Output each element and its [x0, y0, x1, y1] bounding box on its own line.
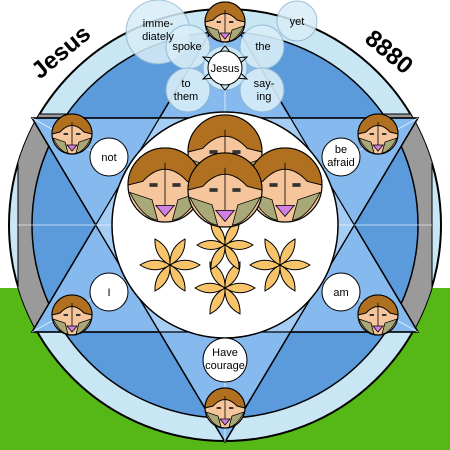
petal	[224, 287, 241, 315]
figure-lower-right	[357, 294, 399, 336]
word-to: to	[181, 78, 190, 90]
word-yet: yet	[290, 16, 305, 28]
word-not: not	[101, 152, 116, 164]
jesus-bubble	[207, 50, 243, 86]
petal	[169, 259, 201, 271]
word-courage: courage	[205, 360, 245, 372]
rosette-left	[139, 238, 201, 292]
word-immediately-1: imme-	[143, 18, 174, 30]
word-am: am	[333, 287, 348, 299]
bubble-am	[321, 272, 361, 312]
petal	[264, 238, 281, 266]
petal	[224, 282, 256, 294]
rosette-bottom	[194, 261, 256, 315]
bubble-i	[89, 272, 129, 312]
petal	[224, 261, 241, 289]
petal	[194, 282, 226, 294]
bubble-be-afraid	[321, 137, 361, 177]
word-i: I	[107, 287, 110, 299]
word-afraid: afraid	[327, 157, 355, 169]
word-be: be	[335, 144, 347, 156]
word-them: them	[174, 91, 198, 103]
word-saying-2: ing	[257, 91, 272, 103]
rosette-right	[249, 238, 311, 292]
corner-figures	[51, 1, 399, 429]
petal	[279, 259, 311, 271]
figure-upper-right	[357, 113, 399, 155]
bubble-have-courage	[202, 337, 248, 383]
word-have: Have	[212, 347, 238, 359]
word-spoke: spoke	[172, 41, 201, 53]
petal	[224, 244, 240, 271]
figure-lower-left	[51, 294, 93, 336]
figure-left	[127, 147, 203, 223]
figure-upper-left	[51, 113, 93, 155]
petal	[224, 240, 254, 250]
petal	[210, 244, 226, 271]
figure-middle	[187, 152, 263, 228]
word-the: the	[255, 41, 270, 53]
rosette-center	[196, 219, 254, 271]
word-immediately-2: diately	[142, 31, 174, 43]
petal	[249, 259, 281, 271]
figure-bottom-small	[204, 387, 246, 429]
central-figures	[127, 114, 323, 228]
word-saying-1: say-	[254, 78, 275, 90]
word-jesus: Jesus	[211, 63, 240, 75]
top-bubble-cluster	[125, 0, 318, 113]
petal	[264, 264, 281, 292]
petal	[196, 240, 226, 250]
figure-top-small	[204, 1, 246, 43]
petal	[279, 238, 296, 266]
petal	[169, 238, 186, 266]
bubble-saying	[239, 67, 285, 113]
bubble-to-them	[165, 67, 211, 113]
bubble-not	[89, 137, 129, 177]
petal	[139, 259, 171, 271]
petal	[169, 264, 186, 292]
petal	[154, 264, 171, 292]
flower-petals	[139, 219, 311, 315]
petal	[154, 238, 171, 266]
bubble-yet	[276, 0, 318, 42]
petal	[209, 261, 226, 289]
petal	[279, 264, 296, 292]
petal	[209, 287, 226, 315]
